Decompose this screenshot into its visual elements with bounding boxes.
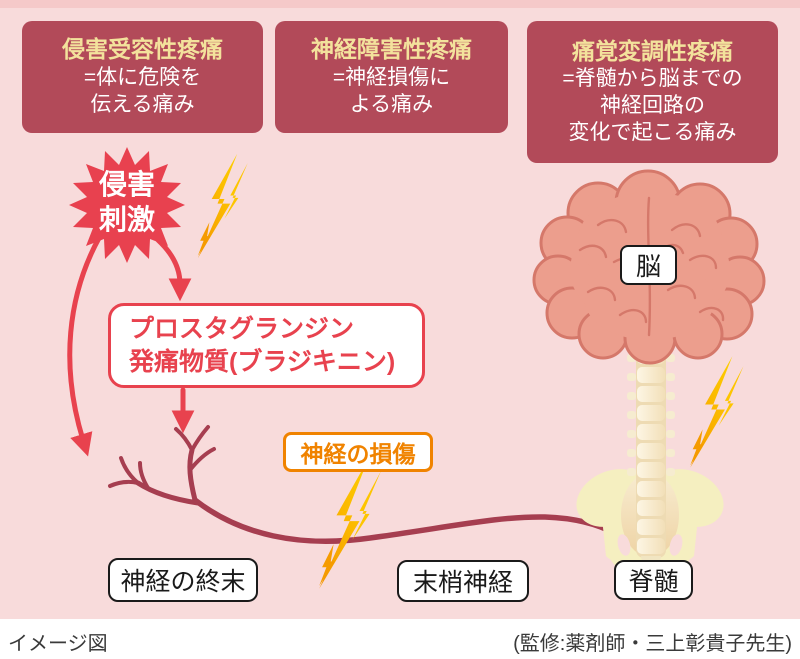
noxious-stimulus-label: 侵害 刺激 — [98, 169, 155, 235]
header-body: =神経損傷に よる痛み — [332, 65, 451, 116]
nerve-illustration — [108, 425, 619, 545]
nerve-ending-label: 神経の終末 — [108, 558, 258, 602]
pain-mediator-box: プロスタグランジン 発痛物質(ブラジキニン) — [108, 303, 425, 388]
spinal-cord-label: 脊髄 — [614, 560, 693, 600]
arrow-stimulus-to-ending — [67, 235, 102, 457]
image-note: イメージ図 — [8, 633, 108, 655]
supervisor-credit: (監修:薬剤師・三上彰貴子先生) — [513, 633, 792, 655]
header-nociceptive-pain: 侵害受容性疼痛 =体に危険を 伝える痛み — [22, 21, 263, 133]
header-title: 侵害受容性疼痛 — [62, 36, 223, 63]
lightning-icon — [197, 153, 248, 259]
lightning-icon — [319, 459, 382, 589]
arrow-stimulus-to-mediator — [155, 237, 192, 302]
peripheral-nerve-label: 末梢神経 — [397, 560, 529, 602]
nerve-damage-box: 神経の損傷 — [283, 432, 433, 472]
lightning-icon — [690, 356, 744, 468]
mediator-line2: 発痛物質(ブラジキニン) — [129, 347, 396, 376]
mediator-line1: プロスタグランジン — [129, 315, 355, 343]
header-nociplastic-pain: 痛覚変調性疼痛 =脊髄から脳までの 神経回路の 変化で起こる痛み — [527, 21, 778, 163]
header-title: 神経障害性疼痛 — [311, 36, 472, 63]
diagram-artwork — [67, 147, 766, 598]
header-body: =脊髄から脳までの 神経回路の 変化で起こる痛み — [562, 67, 743, 145]
top-edge-strip — [0, 0, 800, 8]
header-body: =体に危険を 伝える痛み — [83, 65, 202, 116]
spine-illustration — [627, 346, 675, 598]
header-neuropathic-pain: 神経障害性疼痛 =神経損傷に よる痛み — [275, 21, 508, 133]
brain-label: 脳 — [620, 245, 677, 285]
header-title: 痛覚変調性疼痛 — [572, 37, 733, 64]
brain-illustration — [532, 169, 766, 365]
starburst-shape — [69, 147, 185, 263]
caption-bar: イメージ図 (監修:薬剤師・三上彰貴子先生) — [0, 619, 800, 659]
